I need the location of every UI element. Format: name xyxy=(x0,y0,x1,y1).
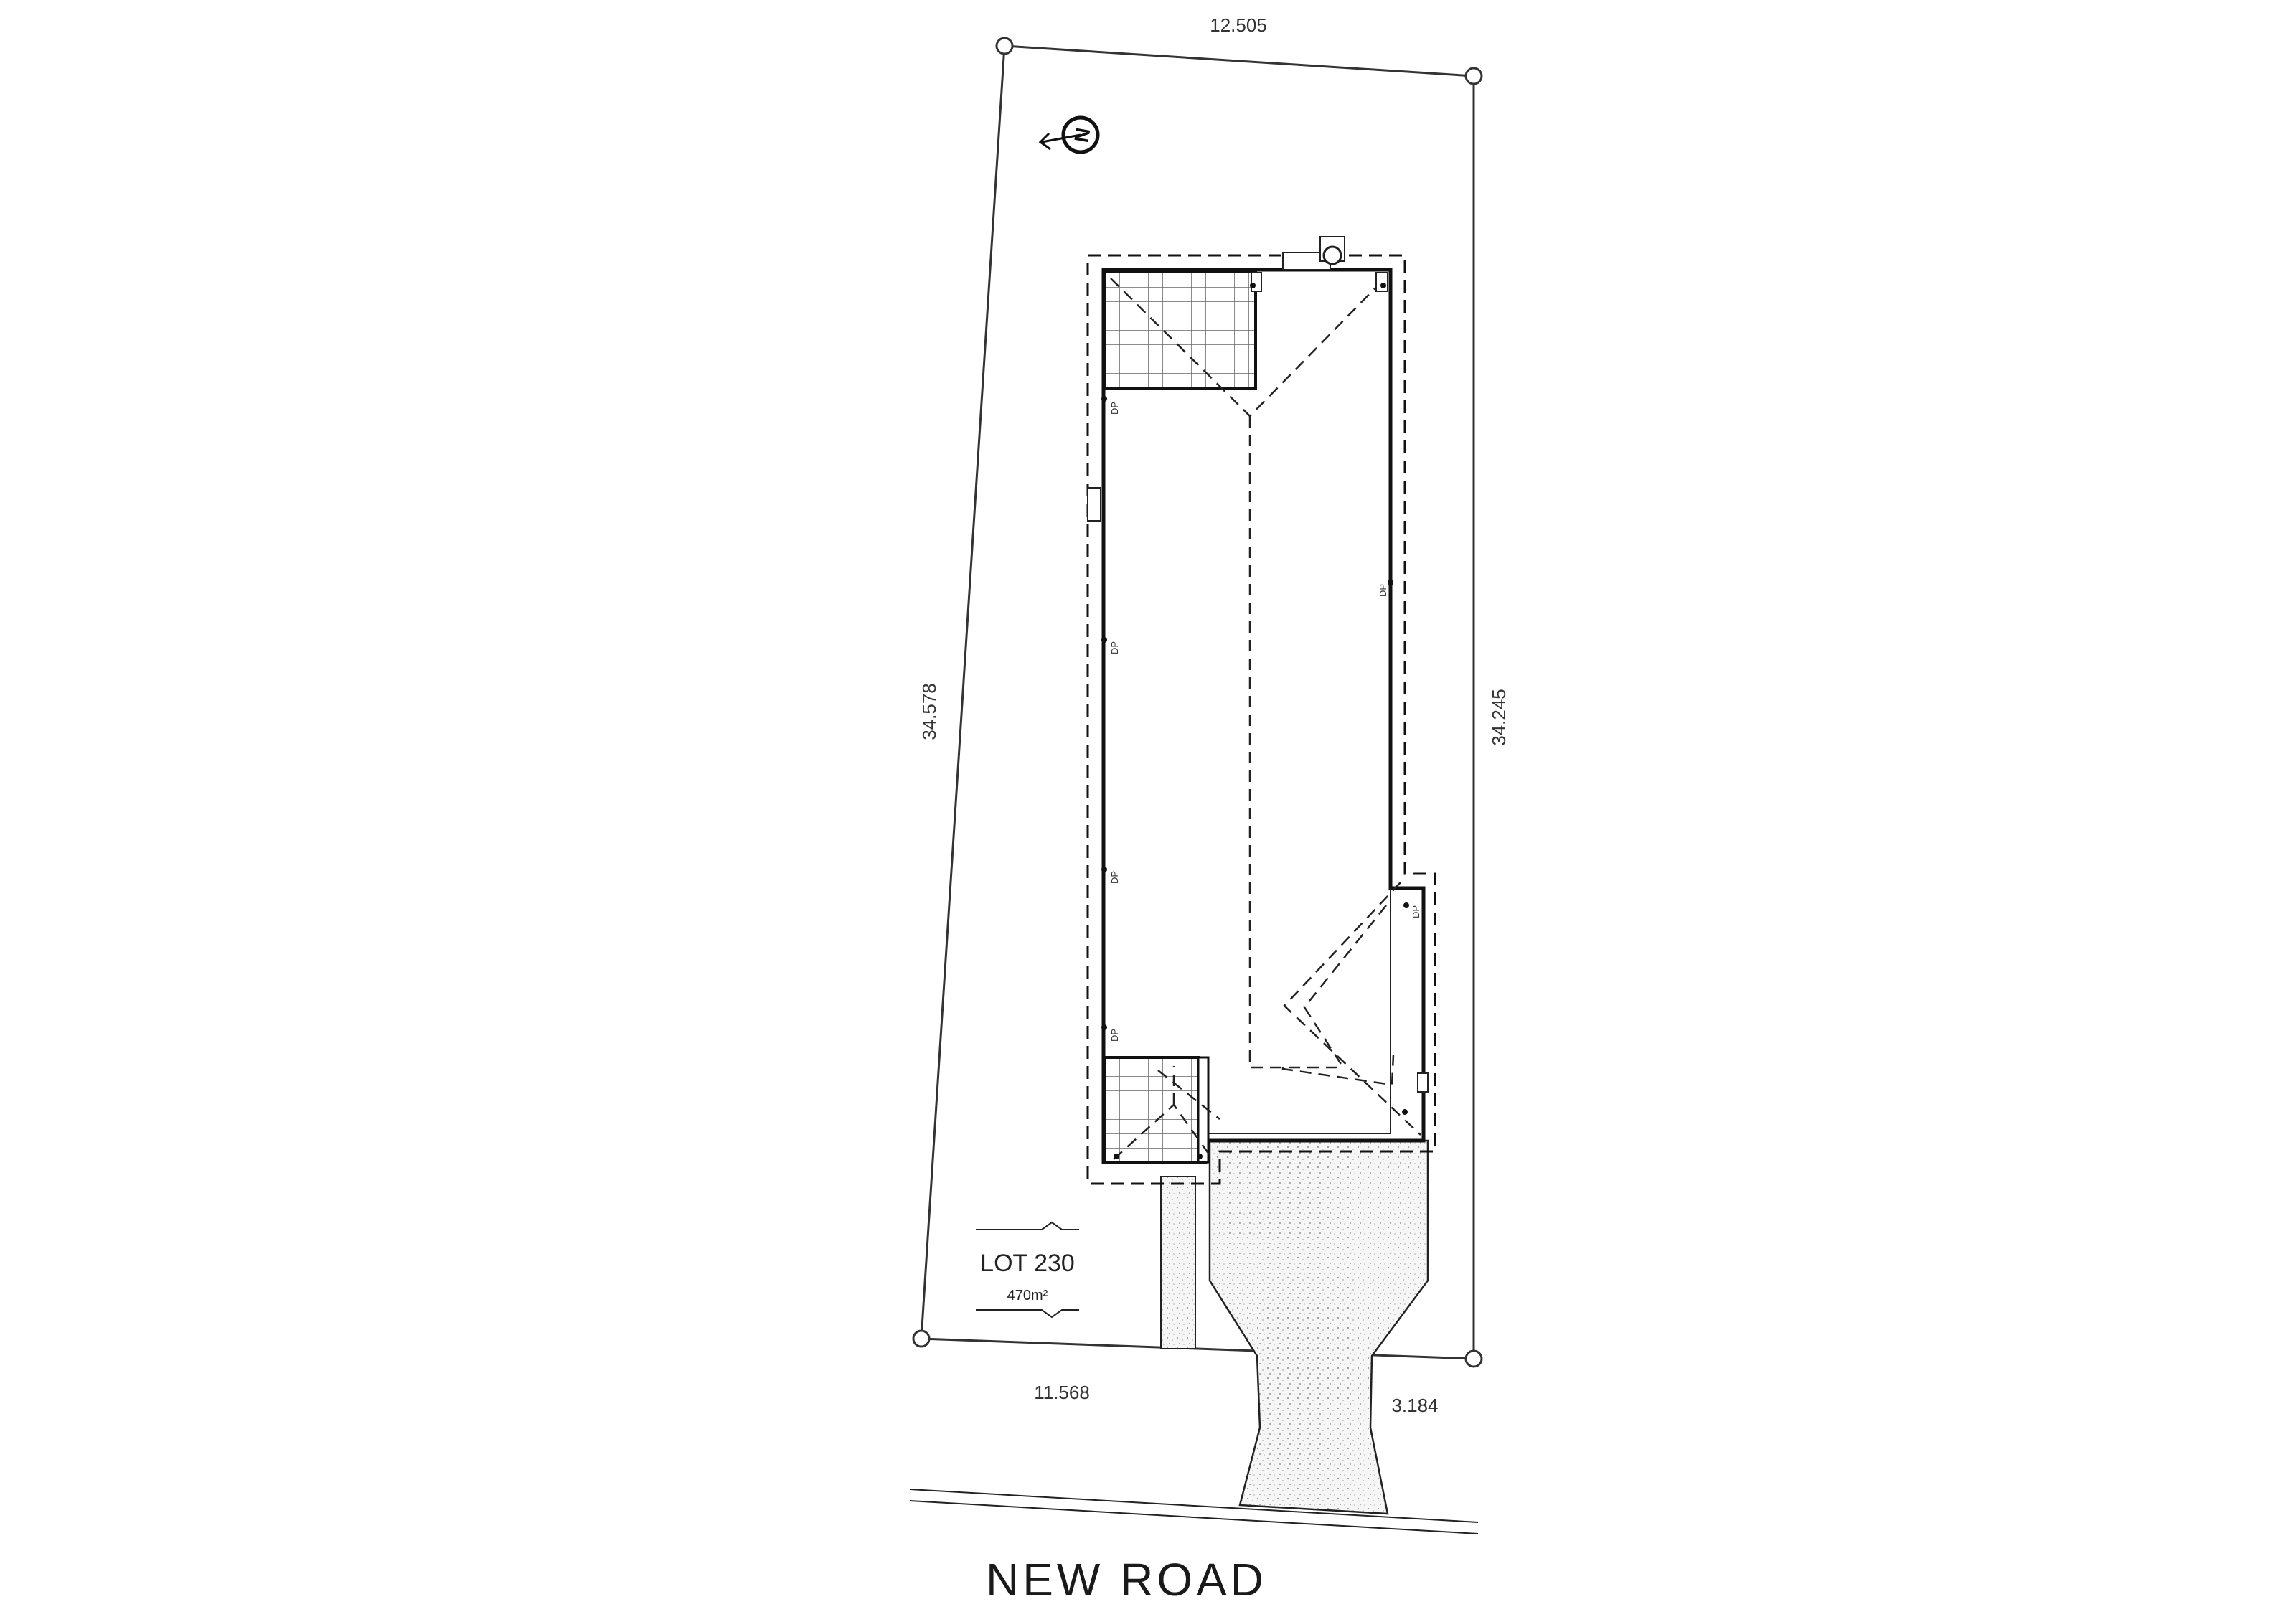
svg-text:DP: DP xyxy=(1109,402,1120,415)
roof-hip-garage xyxy=(1283,882,1421,1136)
lot-area: 470m² xyxy=(1007,1288,1048,1303)
meter-box xyxy=(1087,487,1101,522)
downpipe-box xyxy=(1251,272,1262,292)
svg-text:DP: DP xyxy=(1109,641,1120,654)
porch-tiled-area xyxy=(1104,1056,1200,1164)
dimension-left: 34.578 xyxy=(918,683,940,740)
svg-text:DP: DP xyxy=(1411,905,1421,918)
roof-hip xyxy=(1281,1054,1395,1086)
dimension-bottom-right: 3.184 xyxy=(1391,1395,1438,1416)
dimension-bottom-left: 11.568 xyxy=(1034,1382,1090,1403)
road-edge xyxy=(909,1500,1479,1534)
roof-hip-garage-inner xyxy=(1303,905,1387,1068)
downpipe-marker: DP xyxy=(1101,637,1120,654)
north-arrow-icon: N xyxy=(1038,115,1100,154)
footpath xyxy=(1160,1176,1196,1349)
downpipe-marker: DP xyxy=(1101,867,1120,884)
svg-text:DP: DP xyxy=(1109,871,1120,884)
alfresco-tiled-area xyxy=(1104,270,1257,390)
downpipe-marker: DP xyxy=(1101,1024,1120,1042)
dimension-right: 34.245 xyxy=(1488,689,1510,746)
road-edge xyxy=(909,1489,1479,1523)
downpipe-marker xyxy=(1250,283,1256,288)
inner-wall xyxy=(1208,888,1391,1134)
downpipe-marker xyxy=(1380,283,1386,288)
survey-peg xyxy=(995,37,1014,55)
roof-hip xyxy=(1110,278,1385,418)
survey-peg xyxy=(1464,67,1483,85)
downpipe-marker: DP xyxy=(1101,396,1120,415)
svg-text:DP: DP xyxy=(1109,1029,1120,1042)
survey-peg xyxy=(1464,1349,1483,1368)
roof-ridge xyxy=(1248,416,1343,1069)
survey-peg xyxy=(912,1329,931,1348)
garage-fixture xyxy=(1417,1072,1429,1093)
lot-name: LOT 230 xyxy=(980,1250,1075,1277)
downpipe-marker xyxy=(1197,1154,1203,1159)
driveway xyxy=(1208,1139,1429,1515)
roof-hip-porch-diag xyxy=(1157,1070,1220,1120)
dimension-top: 12.505 xyxy=(1210,14,1267,36)
svg-text:DP: DP xyxy=(1378,584,1388,597)
hws-tank xyxy=(1322,245,1342,265)
road-name: NEW ROAD xyxy=(986,1554,1267,1606)
downpipe-marker: DP xyxy=(1378,580,1393,597)
eave-line xyxy=(1086,254,1436,1185)
downpipe-marker xyxy=(1402,1109,1408,1115)
house-walls xyxy=(1101,268,1426,1164)
downpipe-box xyxy=(1375,272,1388,292)
downpipe-marker: DP xyxy=(1403,902,1421,918)
downpipe-marker xyxy=(1114,1154,1119,1159)
lot-label: LOT 230 470m² xyxy=(976,1221,1079,1319)
